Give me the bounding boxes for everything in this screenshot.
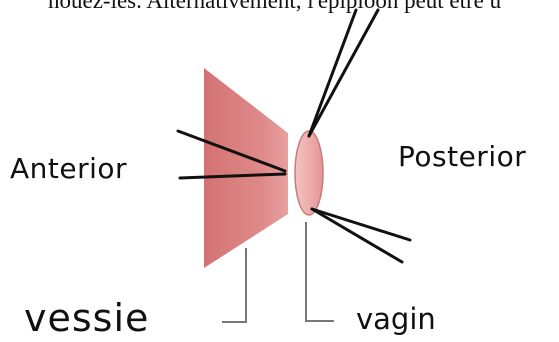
vagin-leader-line — [306, 222, 334, 321]
vessie-label: vessie — [24, 296, 149, 340]
anterior-label: Anterior — [10, 152, 127, 185]
vagina-shape — [295, 131, 323, 215]
posterior-label: Posterior — [398, 140, 526, 173]
vagin-label: vagin — [356, 302, 436, 336]
vessie-leader-line — [222, 248, 246, 322]
posterior-pointer-lines — [312, 209, 410, 262]
upper-pointer-lines — [309, 10, 378, 136]
